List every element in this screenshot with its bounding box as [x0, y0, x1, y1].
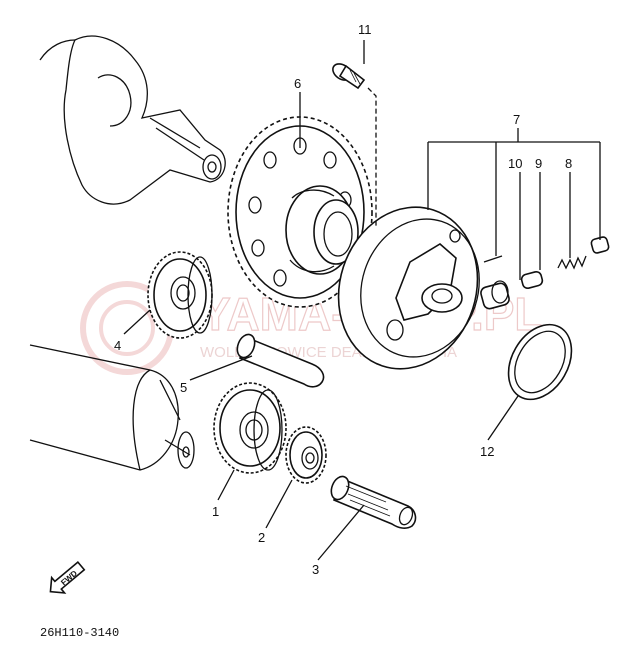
part-4-gear: [147, 251, 213, 339]
part-9-plunger: [520, 270, 544, 290]
part-6-starter-wheel-gear: [227, 116, 373, 308]
diagram-code: 26H110-3140: [40, 626, 119, 640]
callout-12: 12: [480, 444, 494, 459]
forward-arrow-icon: FWD: [49, 560, 86, 594]
part-3-splined-shaft: [330, 475, 417, 529]
callout-9: 9: [535, 156, 542, 171]
part-1-idle-gear: [213, 382, 287, 474]
part-12-washer: [507, 323, 573, 401]
callout-5: 5: [180, 380, 187, 395]
callout-1: 1: [212, 504, 219, 519]
callout-8: 8: [565, 156, 572, 171]
part-cap: [590, 236, 610, 254]
part-8-spring: [557, 255, 587, 270]
callout-3: 3: [312, 562, 319, 577]
part-10-roller: [480, 280, 510, 310]
callout-7: 7: [513, 112, 520, 127]
part-11-bolt: [332, 63, 366, 90]
callout-10: 10: [508, 156, 522, 171]
leader-lines: [123, 40, 601, 561]
callout-11: 11: [358, 22, 372, 37]
callout-6: 6: [294, 76, 301, 91]
part-2-small-gear: [285, 426, 327, 484]
part-7-starter-clutch-assembly: [337, 206, 480, 370]
callout-4: 4: [114, 338, 121, 353]
part-pin: [483, 255, 503, 263]
balancer-shaft-illustration: [29, 344, 195, 471]
callout-2: 2: [258, 530, 265, 545]
part-5-shaft: [236, 333, 325, 388]
crankshaft-illustration: [39, 35, 226, 205]
callouts: 11 6 7 10 9 8 4 5 12 1 2 3: [114, 22, 572, 577]
